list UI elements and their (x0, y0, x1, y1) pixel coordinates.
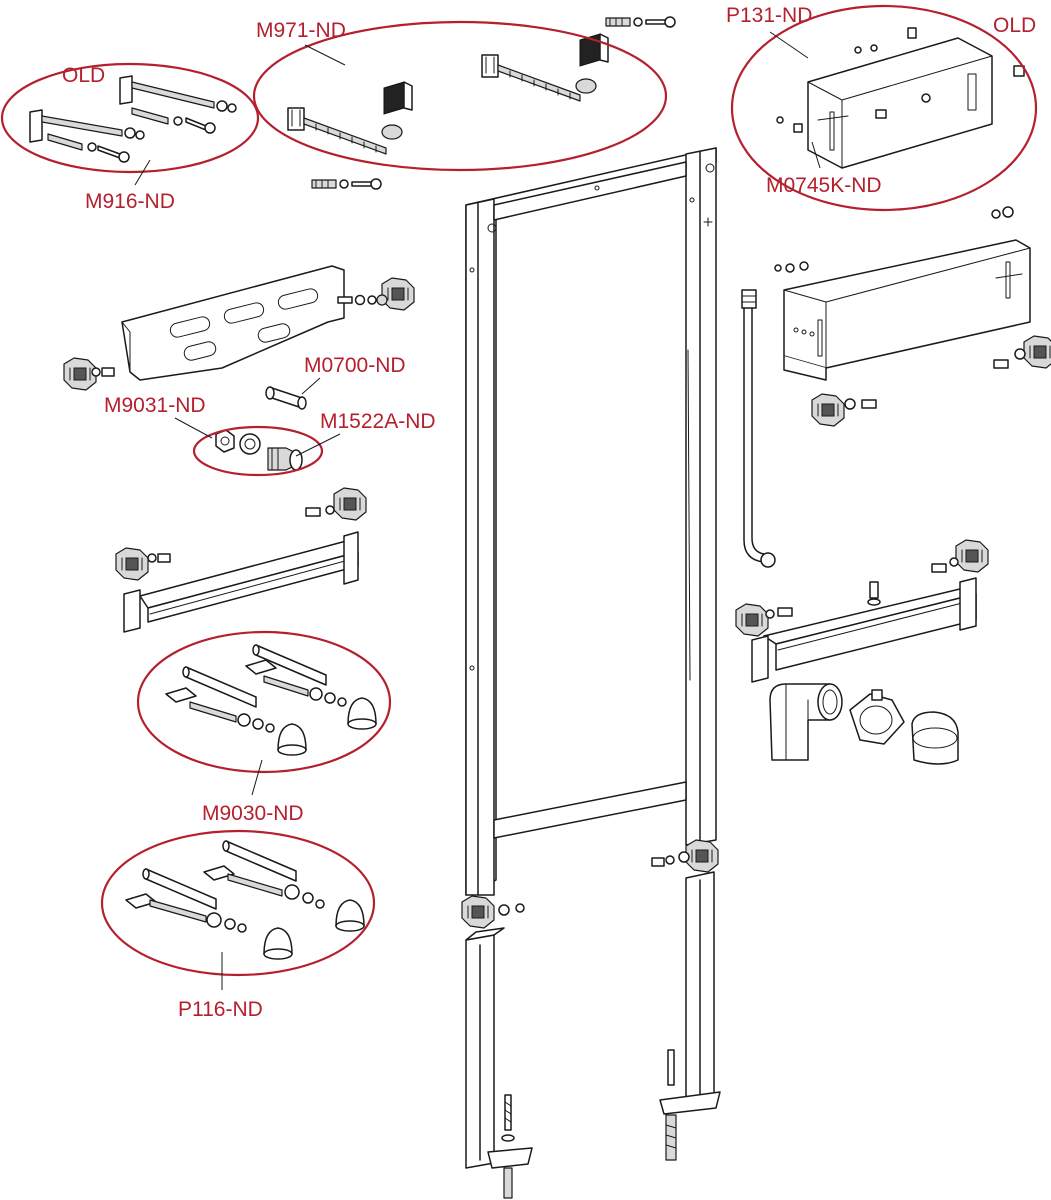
m9031-pointer (174, 417, 213, 439)
p131-ellipse (730, 4, 1038, 212)
m9030-ellipse (136, 630, 392, 774)
m9031-ellipse (192, 425, 324, 477)
label-m916: M916-ND (85, 190, 175, 213)
right-upper-tray (774, 206, 1051, 427)
label-m0745k: M0745K-ND (766, 174, 882, 197)
left-bracket-plate (63, 265, 415, 391)
m9031-m1522a-parts (215, 429, 303, 471)
m916-ellipse (0, 62, 260, 174)
m971-parts (287, 33, 609, 155)
p116-parts (125, 840, 365, 960)
p131-parts (776, 27, 1025, 169)
label-p116: P116-ND (178, 998, 263, 1021)
p116-ellipse (100, 829, 376, 977)
label-m971: M971-ND (256, 19, 346, 42)
m971-ellipse (252, 20, 668, 172)
label-p131: P131-ND (726, 4, 812, 27)
label-old-left: OLD (62, 64, 105, 87)
m916-pointer (134, 159, 151, 186)
label-m9030: M9030-ND (202, 802, 304, 825)
label-old-right: OLD (993, 14, 1036, 37)
m916-parts (29, 75, 237, 163)
right-lower-rail (735, 539, 989, 683)
m0700-part (265, 386, 307, 410)
top-anchor-screws (311, 16, 676, 190)
label-m0700: M0700-ND (304, 354, 406, 377)
m971-pointer (304, 44, 346, 66)
m9030-parts (165, 644, 377, 756)
frame-knobs (461, 839, 719, 1199)
m0700-pointer (301, 377, 321, 395)
m1522a-pointer (295, 433, 341, 457)
main-frame (465, 147, 717, 896)
drain-fittings (769, 683, 959, 765)
label-m9031: M9031-ND (104, 394, 206, 417)
left-middle-rail (115, 487, 367, 633)
m0745k-pointer (811, 141, 821, 169)
label-m1522a: M1522A-ND (320, 410, 436, 433)
water-hose (741, 289, 776, 568)
frame-legs (465, 871, 721, 1169)
p131-pointer (769, 31, 809, 59)
m9030-pointer (251, 759, 263, 796)
